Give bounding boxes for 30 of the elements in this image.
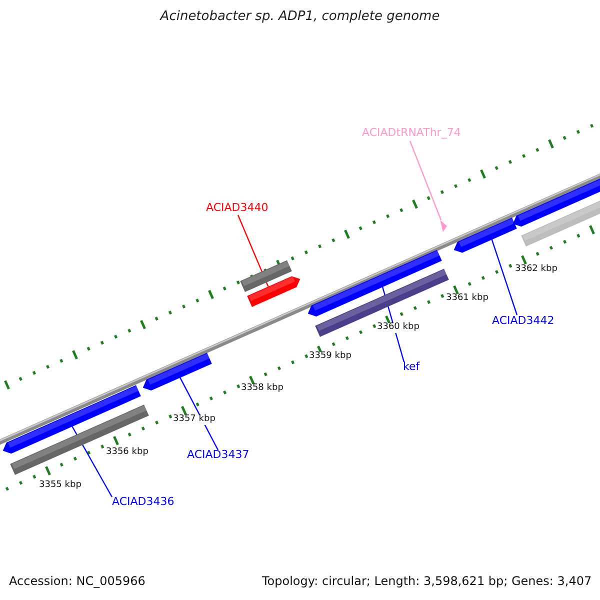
gene-label: ACIAD3436 bbox=[112, 496, 174, 508]
scale-label: 3357 kbp bbox=[172, 415, 216, 425]
triangle-marker bbox=[440, 220, 447, 232]
leader-line bbox=[180, 377, 219, 450]
gene-bar bbox=[521, 199, 600, 247]
scale-label: 3355 kbp bbox=[38, 481, 82, 491]
gene-bar bbox=[454, 218, 517, 253]
leader-line bbox=[237, 214, 269, 287]
scale-label: 3358 kbp bbox=[240, 384, 284, 394]
gene-bar bbox=[240, 260, 292, 292]
scale-label: 3359 kbp bbox=[308, 352, 352, 362]
gene-bar bbox=[10, 404, 149, 475]
scale-label: 3361 kbp bbox=[445, 294, 490, 304]
gene-label: ACIADtRNAThr_74 bbox=[362, 127, 461, 140]
gene-bar bbox=[308, 250, 442, 316]
title: Acinetobacter sp. ADP1, complete genome bbox=[158, 10, 441, 24]
gene-bar bbox=[512, 177, 600, 227]
accession-text: Accession: NC_005966 bbox=[8, 575, 146, 588]
gene-label: ACIAD3437 bbox=[187, 449, 250, 462]
gene-label: ACIAD3442 bbox=[492, 315, 554, 328]
gene-label: ACIAD3440 bbox=[206, 202, 268, 214]
topology-text: Topology: circular; Length: 3,598,621 bp; Genes: 3,407 bbox=[261, 575, 593, 588]
scale-label: 3356 kbp bbox=[105, 448, 150, 458]
scale-label: 3362 kbp bbox=[514, 265, 558, 275]
leader-line bbox=[491, 239, 518, 316]
gene-bar bbox=[142, 352, 212, 391]
leader-line bbox=[409, 140, 442, 220]
scale-label: 3360 kbp bbox=[376, 323, 420, 333]
gene-bar bbox=[247, 276, 300, 307]
gene-label: kef bbox=[403, 361, 420, 374]
